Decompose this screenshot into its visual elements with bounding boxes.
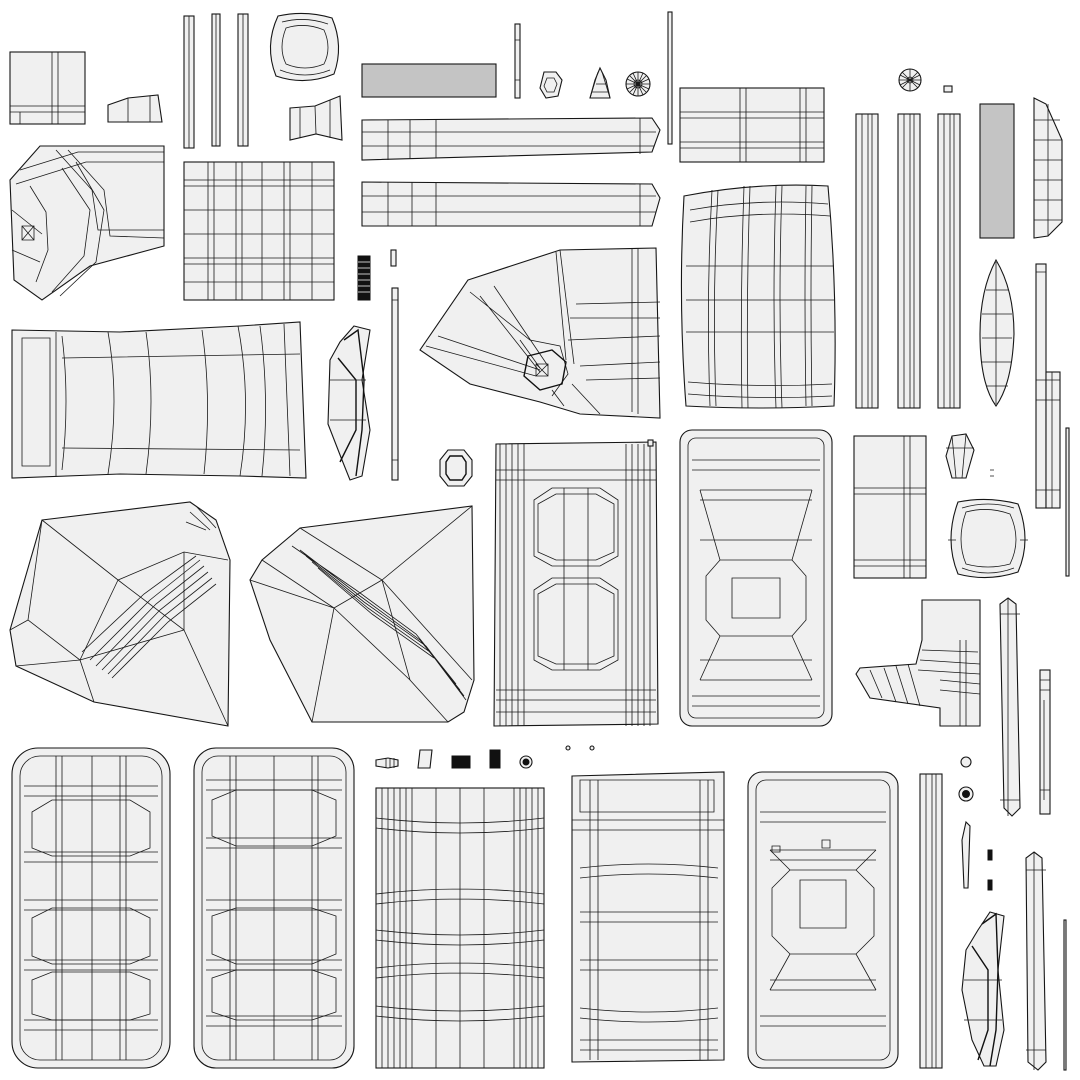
uv-island-long-strip-2 — [361, 181, 661, 227]
uv-island-black-block-2 — [489, 749, 501, 769]
uv-island-barrel — [680, 184, 836, 409]
uv-island-hinge-rod — [1035, 263, 1070, 577]
uv-island-fender-right — [249, 505, 475, 723]
uv-island-roof-panel-3 — [747, 771, 899, 1069]
uv-island-pin-right — [1039, 669, 1051, 815]
uv-island-fan-shell — [419, 247, 661, 419]
uv-island-tiny-tab — [390, 249, 397, 267]
uv-island-small-clip — [417, 749, 433, 769]
uv-island-dot-3 — [960, 756, 972, 768]
uv-island-octagon-nut — [439, 449, 473, 487]
uv-island-small-panel — [853, 435, 927, 579]
uv-island-gray-bar — [361, 63, 497, 98]
uv-island-thread-lines — [358, 261, 370, 293]
uv-island-radial-disc-1 — [625, 71, 651, 97]
uv-island-dot-1 — [565, 745, 571, 751]
uv-island-ring-top — [269, 12, 340, 82]
uv-island-roof-panel-2 — [193, 747, 355, 1069]
uv-island-grid-panel-bottom — [375, 787, 545, 1069]
uv-island-diamond-chip — [945, 433, 975, 479]
uv-island-radial-disc-2 — [898, 68, 922, 92]
uv-island-tiny-octagon — [539, 71, 563, 99]
uv-island-ring-mid — [948, 498, 1028, 579]
uv-island-hook — [961, 820, 971, 889]
uv-island-dot-2 — [589, 745, 595, 751]
uv-island-l-bracket — [855, 599, 981, 727]
uv-island-washer-2 — [958, 786, 974, 802]
uv-island-thin-marker — [647, 439, 654, 447]
uv-island-gray-column — [979, 103, 1015, 239]
uv-island-bowtie — [289, 95, 343, 141]
uv-island-black-block-1 — [451, 755, 471, 769]
uv-island-tiny-black-2 — [987, 879, 993, 891]
uv-island-shuttle — [589, 66, 611, 99]
uv-island-door-panel — [571, 771, 725, 1063]
uv-island-small-square — [9, 51, 86, 125]
uv-island-hairline-rod — [1063, 919, 1067, 1071]
uv-island-pin — [514, 23, 521, 99]
uv-island-screw — [375, 757, 399, 769]
uv-island-roof-panel-1 — [11, 747, 171, 1069]
uv-island-roof-panel-center — [679, 429, 833, 727]
uv-island-vertical-pin — [667, 11, 673, 145]
uv-island-long-prism-2 — [1025, 851, 1047, 1071]
uv-island-long-strip-1 — [361, 117, 661, 161]
uv-island-hood-frame — [11, 321, 307, 479]
uv-island-washer-1 — [519, 755, 533, 769]
uv-island-triple-rails — [855, 113, 961, 409]
uv-island-black-bolt — [357, 255, 371, 301]
uv-island-grid-panel-center — [493, 441, 659, 727]
uv-island-side-rib — [1033, 97, 1063, 239]
uv-island-tiny-black-1 — [987, 849, 993, 861]
uv-island-grid-square — [183, 161, 335, 301]
uv-island-elbow-shell — [9, 145, 165, 301]
uv-island-fender-left — [9, 501, 231, 727]
uv-island-bracket-arc — [327, 325, 371, 481]
uv-island-rod — [391, 287, 399, 481]
uv-island-panel-top-right — [679, 87, 825, 163]
uv-island-bottom-rail — [919, 773, 943, 1069]
uv-island-tiny-block — [943, 85, 953, 93]
uv-island-thin-rails — [183, 13, 249, 149]
uv-island-small-wedge — [107, 94, 163, 123]
uv-island-long-prism-1 — [999, 597, 1021, 817]
uv-island-tiny-bar — [990, 469, 994, 477]
uv-island-bracket-arc-bottom — [961, 911, 1005, 1067]
uv-island-gray-lens — [979, 258, 1015, 407]
